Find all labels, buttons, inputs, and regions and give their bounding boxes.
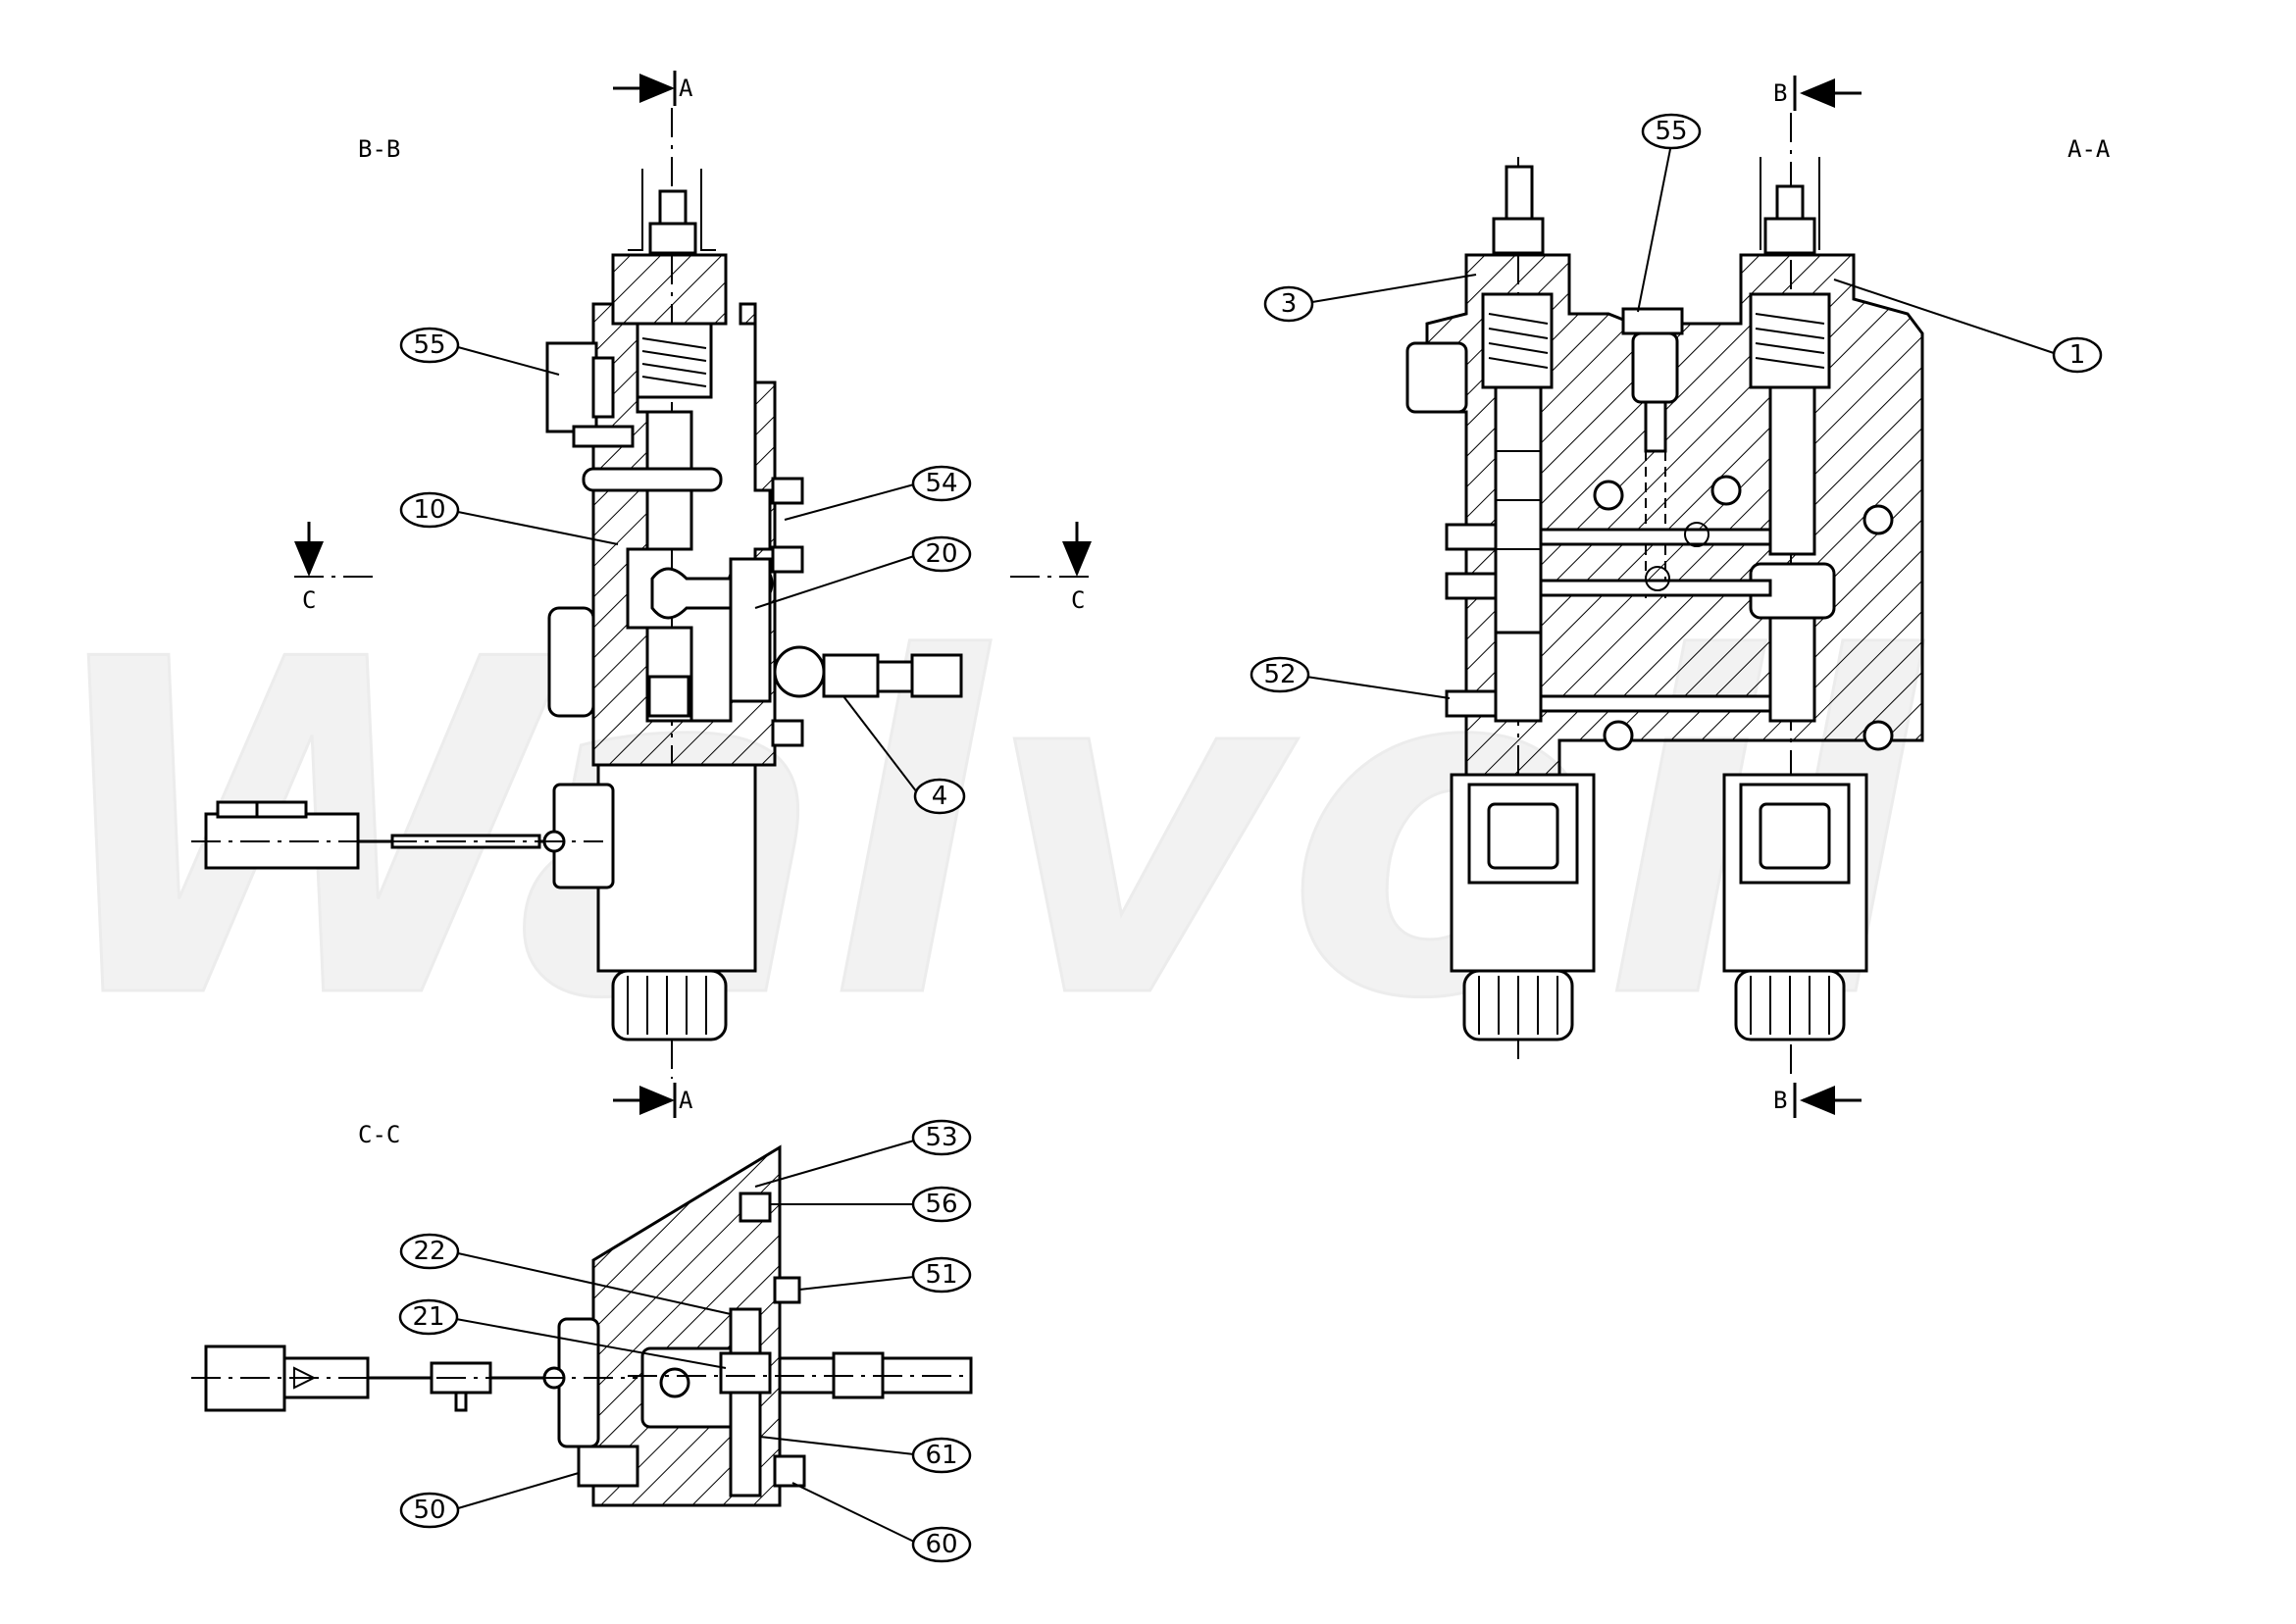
cut-label-a-top: A xyxy=(679,75,693,102)
cut-label-b-bottom: B xyxy=(1773,1087,1787,1114)
section-label-bb: B-B xyxy=(358,135,400,163)
cut-label-c-left: C xyxy=(302,586,316,614)
balloon-aa-55: 55 xyxy=(1655,117,1687,146)
balloon-cc-53: 53 xyxy=(925,1123,957,1152)
section-label-aa: A-A xyxy=(2067,135,2111,163)
balloon-aa-3: 3 xyxy=(1281,289,1298,319)
balloon-bb-55: 55 xyxy=(413,330,445,360)
cut-label-c-right: C xyxy=(1071,586,1085,614)
balloon-aa-52: 52 xyxy=(1263,660,1296,689)
cut-label-b-top: B xyxy=(1773,79,1787,107)
balloon-cc-56: 56 xyxy=(925,1190,957,1219)
balloon-bb-4: 4 xyxy=(932,782,948,811)
balloon-cc-61: 61 xyxy=(925,1441,957,1470)
balloon-cc-60: 60 xyxy=(925,1530,957,1559)
balloon-aa-1: 1 xyxy=(2069,340,2086,370)
balloon-cc-50: 50 xyxy=(413,1496,445,1525)
balloon-bb-54: 54 xyxy=(925,469,957,498)
view-aa: B B xyxy=(1405,76,1924,1118)
view-bb: A A C C xyxy=(191,71,1092,1118)
balloon-cc-51: 51 xyxy=(925,1260,957,1290)
balloon-bb-10: 10 xyxy=(413,495,445,525)
cut-label-a-bottom: A xyxy=(679,1087,693,1114)
balloon-cc-21: 21 xyxy=(412,1302,444,1332)
section-label-cc: C-C xyxy=(358,1121,400,1148)
balloons: 55 10 54 20 4 55 3 1 52 53 56 xyxy=(398,113,2103,1563)
view-cc xyxy=(191,1144,973,1507)
balloon-cc-22: 22 xyxy=(413,1237,445,1266)
balloon-bb-20: 20 xyxy=(925,539,957,569)
